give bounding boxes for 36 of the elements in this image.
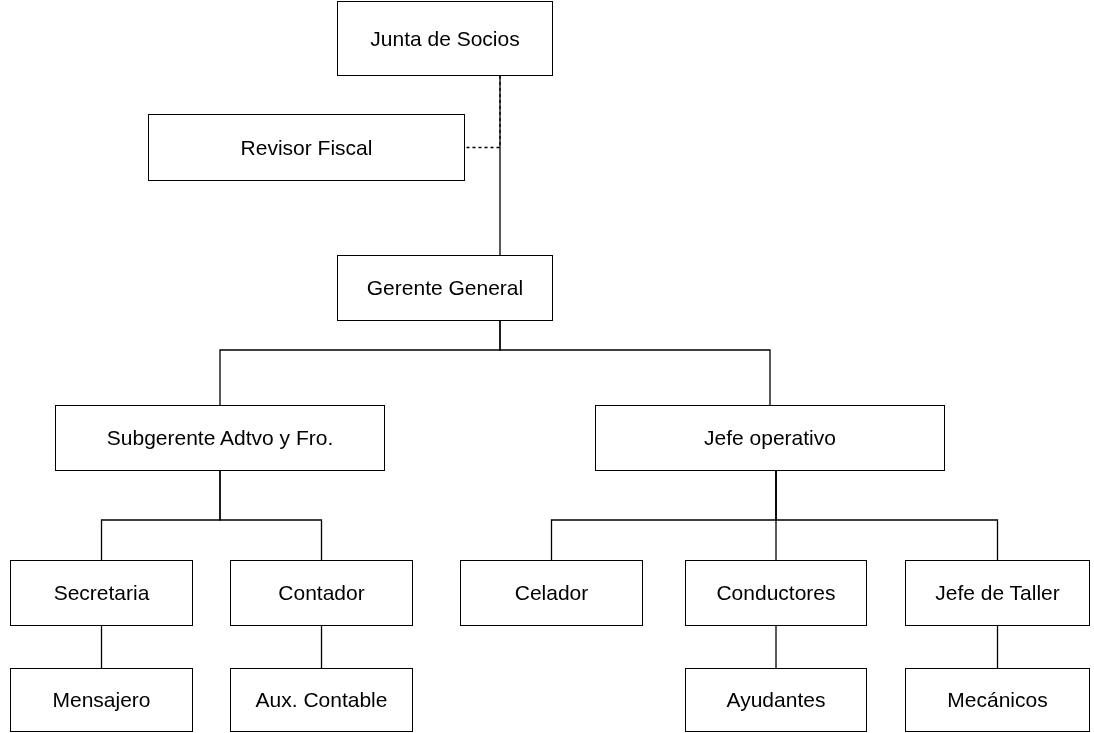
position-title: Celador bbox=[514, 581, 589, 605]
position-title: Junta de Socios bbox=[370, 26, 520, 51]
position-title: Jefe operativo bbox=[704, 426, 836, 450]
position-box bbox=[905, 668, 1090, 732]
connector-line bbox=[100, 625, 103, 669]
position-box bbox=[55, 405, 385, 471]
position-title: Subgerente Adtvo y Fro. bbox=[106, 426, 334, 450]
position-title: Secretaria bbox=[53, 581, 150, 605]
position-title: Contador bbox=[278, 581, 365, 605]
position-box bbox=[595, 405, 945, 471]
connector-line bbox=[219, 470, 323, 561]
position-title: Mensajero bbox=[52, 688, 151, 712]
position-box bbox=[337, 255, 553, 321]
connector-line bbox=[499, 320, 771, 406]
connector-line bbox=[320, 625, 323, 669]
dotted-connector bbox=[464, 75, 501, 149]
position-box bbox=[148, 114, 465, 181]
position-title: Revisor Fiscal bbox=[240, 135, 373, 160]
position-box bbox=[460, 560, 643, 626]
connector-line bbox=[775, 470, 999, 561]
position-box bbox=[685, 668, 867, 732]
position-box bbox=[685, 560, 867, 626]
position-box bbox=[230, 560, 413, 626]
position-box bbox=[230, 668, 413, 732]
position-title: Ayudantes bbox=[726, 688, 826, 712]
position-box bbox=[10, 668, 193, 732]
position-title: Mecánicos bbox=[947, 688, 1048, 712]
position-title: Gerente General bbox=[366, 276, 524, 300]
connector-line bbox=[996, 625, 999, 669]
position-title: Conductores bbox=[716, 581, 836, 605]
position-title: Jefe de Taller bbox=[935, 581, 1060, 605]
position-title: Aux. Contable bbox=[255, 688, 388, 712]
position-box bbox=[337, 1, 553, 76]
position-box bbox=[905, 560, 1090, 626]
connector-line bbox=[775, 625, 777, 669]
position-box bbox=[10, 560, 193, 626]
